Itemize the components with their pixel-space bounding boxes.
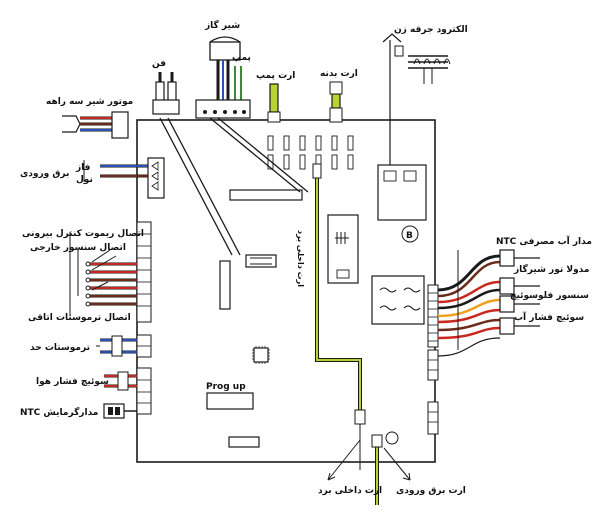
gas-valve-connector [195,36,251,119]
fan-connector [152,72,180,115]
label-input-earth: ارت برق ورودی [396,486,466,496]
label-phase: فاز [75,163,91,173]
label-room-thermostat: اتصال ترموستات اتاقی [28,313,131,323]
fuse-label: B [406,231,413,241]
label-earth-body: ارت بدنه [320,69,358,79]
label-air-pressure-switch: سوئیچ فشار هوا [36,377,109,387]
label-prog-up: Prog up [206,382,246,392]
label-three-way-motor: موتور شیر سه راهه [46,97,133,107]
label-water-pressure-switch: سوئیچ فشار آب [514,311,584,323]
transformer-glyph [335,232,349,244]
left-connector-strip [136,221,152,415]
label-gas-valve: شیر گاز [204,19,240,31]
three-way-motor-connector [62,111,129,139]
label-ntc-dhw: NTC مدار آب مصرفی [496,235,592,247]
board-components [206,164,427,448]
label-board-earth-vertical: ارت داخلی برد [296,230,305,287]
label-ntc-heating: NTC مدارگرمایش [20,406,98,418]
air-pressure-switch-connector [104,371,137,391]
mounting-hole [385,431,399,445]
limit-thermostat-connector [96,335,137,357]
label-limit-thermostat: ترموستات حد [30,343,90,353]
earth-pump-connector [267,83,281,123]
fuse-circle [401,225,419,243]
relay-icons [379,287,421,311]
label-gas-modulator: مدولا تور شیرگاز [513,263,589,275]
label-earth-pump: ارت پمپ [256,71,295,81]
label-pump: پمپ [232,53,251,63]
right-sensor-connectors [499,249,540,335]
right-wiring-bundle [437,250,501,357]
earth-body-connector [329,81,343,123]
label-power-input: برق ورودی [20,169,69,179]
label-flow-sensor: سنسور فلوسوئیچ [510,291,589,301]
label-fan: فن [152,59,166,69]
label-remote-control: اتصال ریموت کنترل بیرونی [22,229,144,239]
earth-arrows [327,439,411,481]
label-electrode: الکترود جرقه زن [394,25,468,35]
external-connections [69,232,137,316]
label-board-internal-earth: ارت داخلی برد [318,486,382,496]
ribbon-cables [159,117,309,256]
electrode-assembly [382,33,451,165]
label-external-sensor: اتصال سنسور خارجی [30,243,126,253]
microcontroller-chip [253,347,269,363]
ntc-heating-connector [103,403,137,419]
power-input-connector [83,157,165,199]
label-neutral: نول [76,175,93,185]
